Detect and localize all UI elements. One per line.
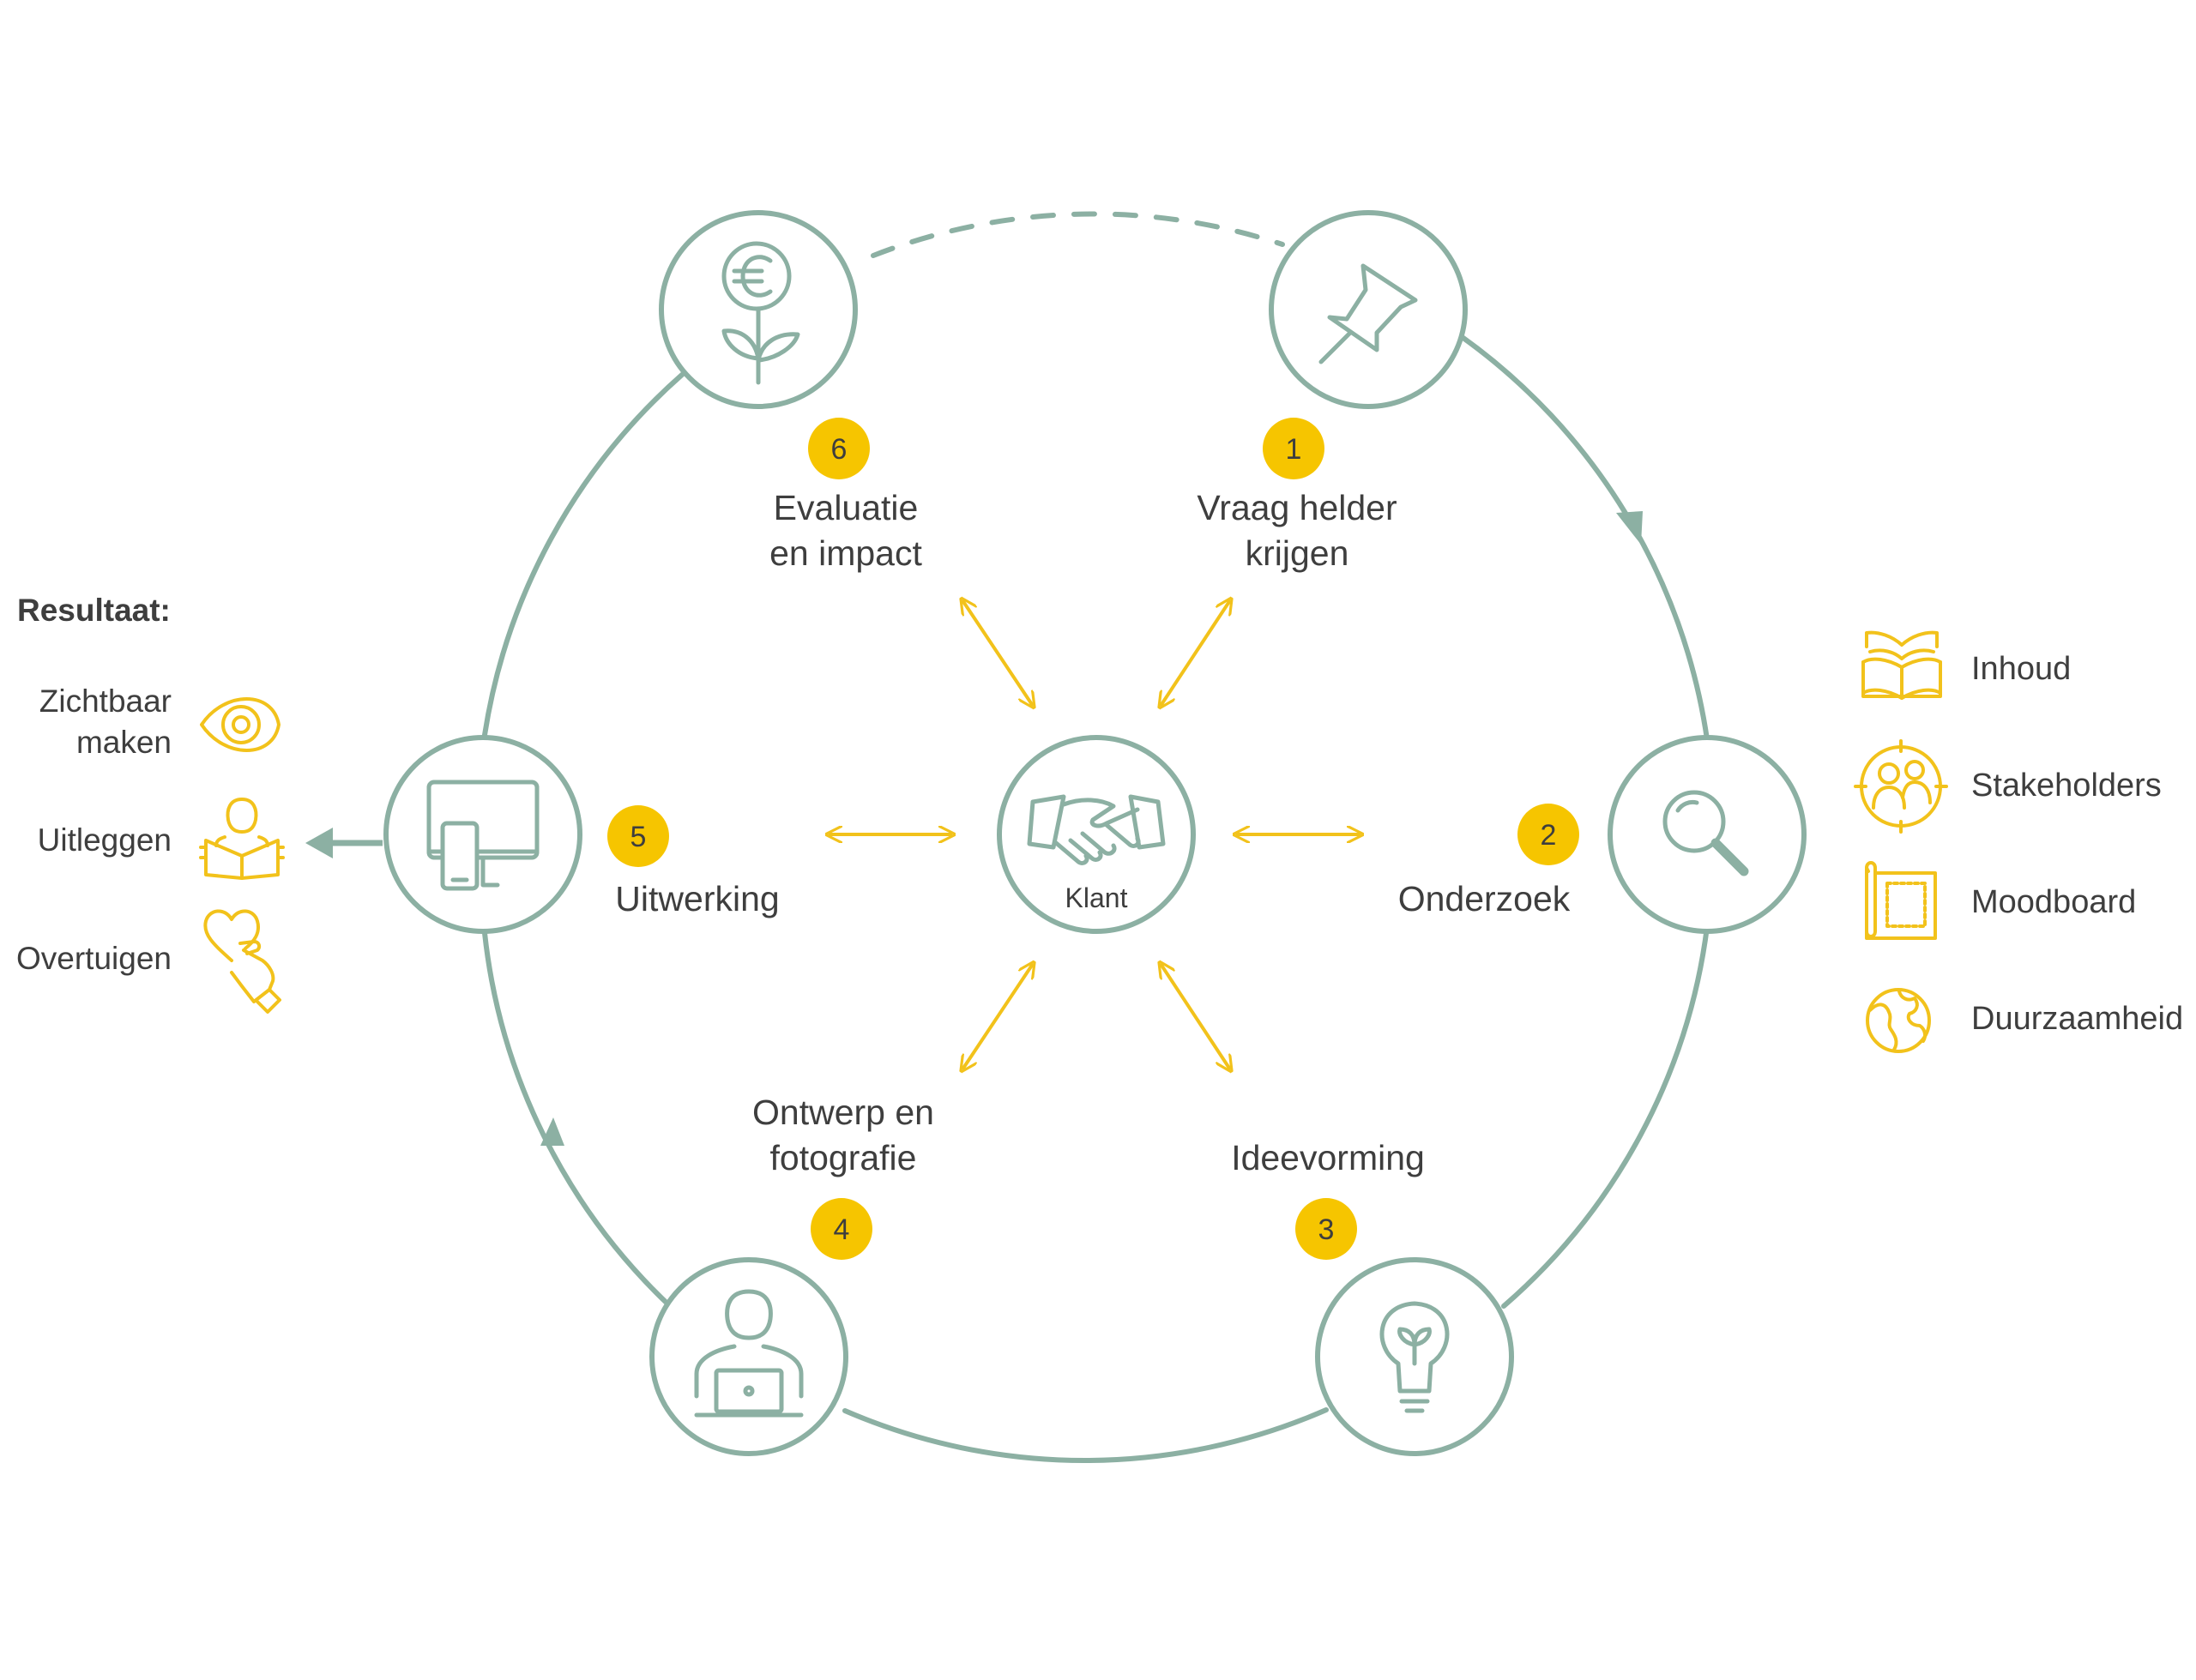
ring-arc-1-2: [1458, 334, 1710, 742]
globe-icon: [1866, 988, 1931, 1053]
arrow-client-6: [962, 600, 1033, 706]
ring-arc-2-3: [1501, 924, 1710, 1309]
person-laptop-icon: [694, 1289, 804, 1418]
step-5-label: Uitwerking: [615, 876, 779, 922]
step-1-label-line-2: krijgen: [1245, 533, 1349, 574]
step-1-node: [1269, 210, 1468, 409]
result-arrow: [305, 828, 383, 858]
center-label: Klant: [1065, 882, 1128, 913]
devices-icon: [426, 780, 540, 891]
reading-person-icon: [199, 798, 285, 880]
step-6-label-line-2: en impact: [769, 533, 922, 574]
result-label-2: Uitleggen: [38, 820, 172, 861]
step-4-label-line-1: Ontwerp en: [752, 1093, 934, 1132]
step-3-label-line-1: Ideevorming: [1231, 1138, 1425, 1177]
client-arrows: [829, 600, 1360, 1069]
center-node: Klant: [997, 735, 1196, 934]
arrow-client-3: [1161, 964, 1230, 1069]
results-title: Resultaat:: [17, 593, 171, 628]
people-target-icon: [1854, 739, 1948, 834]
magnifier-icon: [1662, 790, 1749, 876]
eye-icon: [200, 697, 281, 752]
result-label-1: Zichtbaar maken: [39, 681, 172, 763]
category-label-3: Moodboard: [1971, 884, 2137, 920]
badge-2-number: 2: [1541, 819, 1557, 852]
step-1-label-line-1: Vraag helder: [1197, 488, 1397, 527]
step-5-node: [383, 735, 582, 934]
badge-1-number: 1: [1286, 433, 1302, 466]
ring-arrowhead-right: [1616, 511, 1643, 545]
book-icon: [1861, 630, 1942, 700]
step-3-label: Ideevorming: [1231, 1135, 1425, 1181]
pushpin-icon: [1318, 263, 1418, 364]
ring-arc-3-4: [842, 1407, 1329, 1463]
result-label-3: Overtuigen: [16, 938, 172, 979]
step-3-node: [1315, 1257, 1514, 1456]
step-4-label: Ontwerp en fotografie: [752, 1090, 934, 1182]
category-label-1: Inhoud: [1971, 651, 2072, 687]
step-2-label-line-1: Onderzoek: [1397, 879, 1571, 918]
ring-arc-6-1-dashed: [871, 211, 1285, 258]
step-5-label-line-1: Uitwerking: [615, 879, 780, 918]
step-4-label-line-2: fotografie: [769, 1138, 917, 1178]
ring-arc-4-5: [482, 930, 672, 1308]
ring-arc-5-6: [482, 372, 685, 738]
ring-arrowhead-left: [540, 1117, 564, 1146]
result-label-3-line-1: Overtuigen: [16, 941, 172, 976]
step-2-node: [1608, 735, 1807, 934]
badge-5-number: 5: [630, 821, 647, 853]
step-4-node: [649, 1257, 848, 1456]
step-2-label: Onderzoek: [1398, 876, 1571, 922]
badge-5: 5: [607, 805, 669, 867]
handshake-icon: [1027, 794, 1166, 865]
step-6-label: Evaluatie en impact: [769, 485, 922, 577]
moodboard-icon: [1865, 861, 1937, 940]
result-label-2-line-1: Uitleggen: [37, 822, 172, 858]
badge-4: 4: [811, 1198, 872, 1260]
badge-4-number: 4: [834, 1213, 850, 1246]
category-label-2: Stakeholders: [1971, 768, 2162, 804]
badge-3-number: 3: [1318, 1213, 1335, 1246]
step-1-label: Vraag helder krijgen: [1197, 485, 1397, 577]
heart-hand-icon: [203, 909, 281, 1014]
result-label-1-line-2: maken: [75, 725, 172, 761]
badge-6: 6: [808, 418, 870, 479]
step-6-label-line-1: Evaluatie: [773, 488, 919, 527]
step-6-node: [659, 210, 858, 409]
euro-plant-icon: [721, 241, 800, 385]
badge-6-number: 6: [831, 433, 848, 466]
result-label-1-line-1: Zichtbaar: [39, 683, 172, 719]
lightbulb-icon: [1379, 1301, 1450, 1413]
category-label-4: Duurzaamheid: [1971, 1001, 2184, 1037]
arrow-client-1: [1161, 600, 1230, 706]
badge-3: 3: [1295, 1198, 1357, 1260]
arrow-client-4: [962, 964, 1033, 1069]
badge-1: 1: [1263, 418, 1324, 479]
process-ring: [482, 211, 1710, 1463]
badge-2: 2: [1517, 804, 1579, 865]
